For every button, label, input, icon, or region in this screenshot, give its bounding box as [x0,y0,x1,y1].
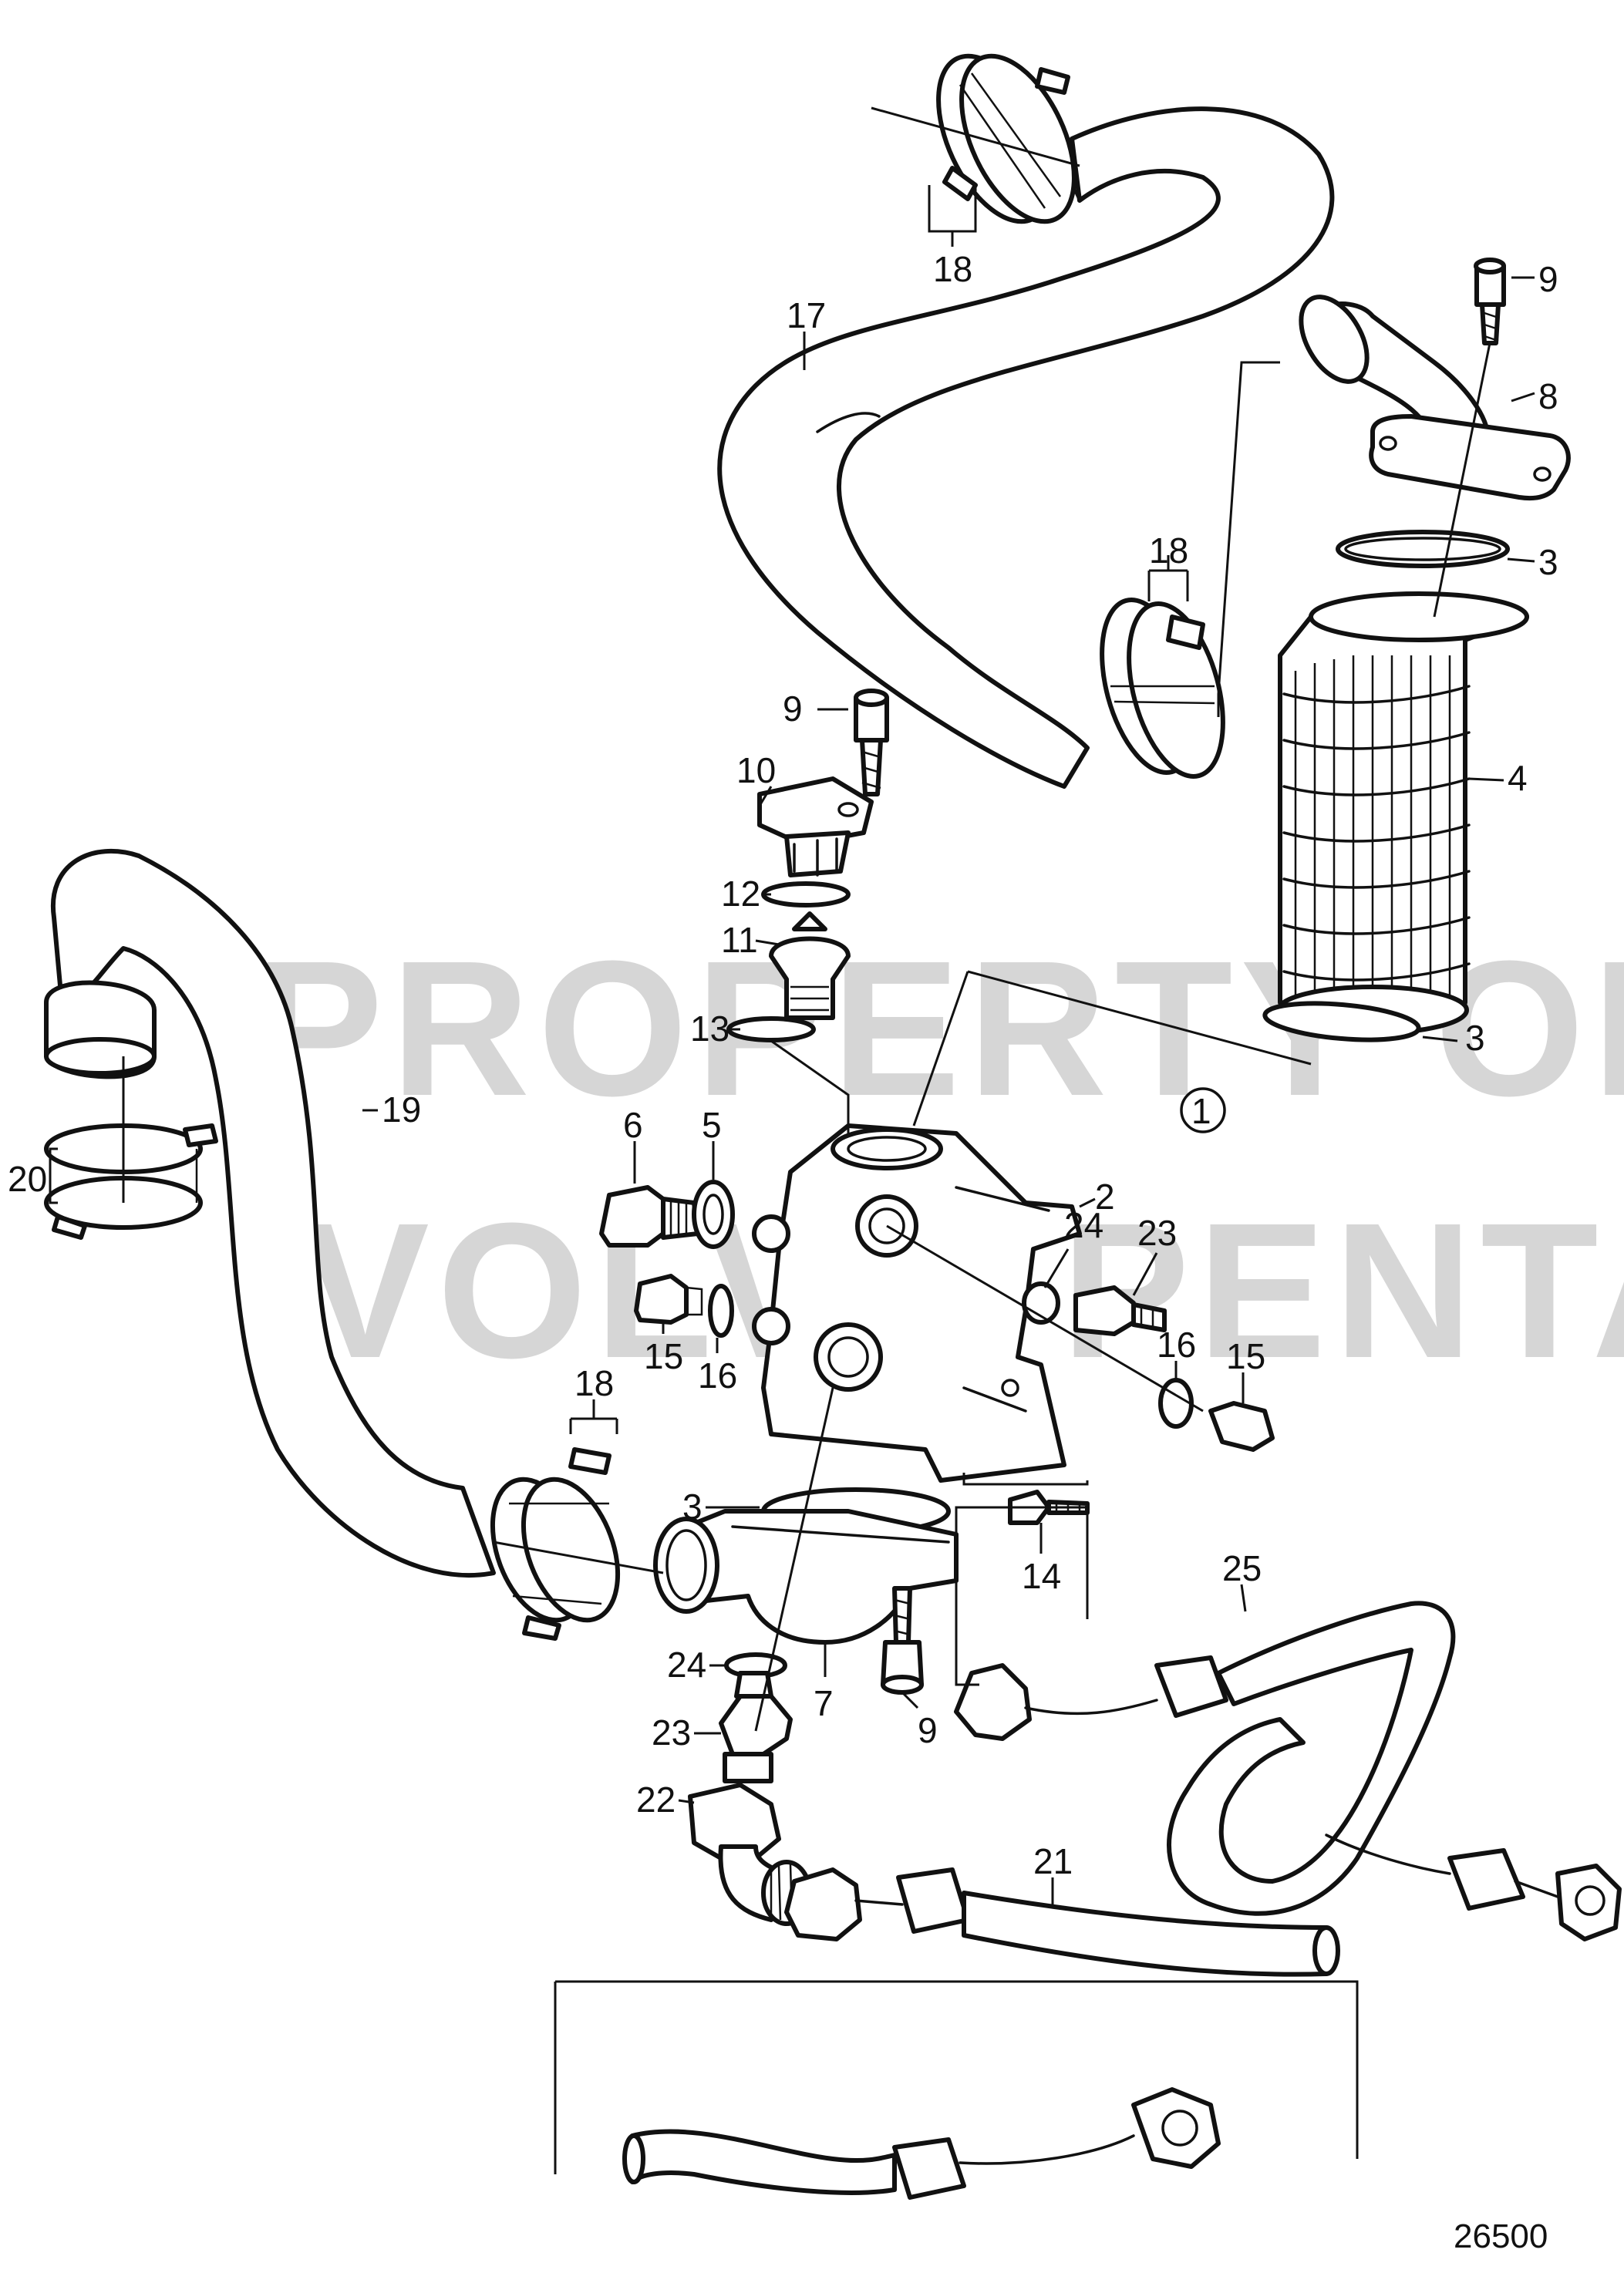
thermostat-housing-part-2 [752,1123,1082,1483]
callout-12: 12 [721,874,760,914]
callout-18-top: 18 [933,249,972,289]
callout-3-middle: 3 [682,1487,702,1527]
o-ring-part-16-left [708,1284,734,1338]
leader-lines [49,106,1535,2174]
callout-19: 19 [382,1089,421,1130]
callout-16-right: 16 [1157,1325,1196,1365]
callout-24-right: 24 [1064,1205,1103,1245]
callout-9-top: 9 [1538,259,1558,299]
elbow-pipe-part-8 [1299,295,1571,501]
callout-9-cover: 9 [783,689,803,729]
callout-circle-1 [1180,1087,1226,1133]
o-ring-part-12 [761,881,851,908]
callout-16-left: 16 [698,1355,737,1396]
pipe-part-25 [954,1601,1622,1941]
callout-18-bottom: 18 [574,1363,614,1403]
callout-21: 21 [1033,1841,1073,1881]
callout-1: 1 [1191,1091,1211,1131]
callout-20: 20 [8,1159,47,1199]
callout-14: 14 [1022,1556,1061,1596]
o-ring-part-13 [726,1016,816,1042]
callout-10: 10 [736,750,776,790]
o-ring-part-16-right [1158,1378,1194,1429]
callout-3-lower: 3 [1465,1018,1485,1058]
callout-23-right: 23 [1137,1213,1177,1253]
strainer-part-4 [1276,591,1529,1035]
hose-clamp-part-18-top [936,53,1076,224]
thermostat-part-11 [769,911,851,1020]
cover-part-10 [757,776,874,877]
hose-clamp-part-18-middle [1100,598,1225,779]
o-ring-part-3-lower [1262,1001,1421,1042]
elbow-part-22 [688,1783,812,1926]
figure-reference-number: 26500 [1454,2217,1548,2255]
washer-part-5 [692,1180,735,1249]
callout-2: 2 [1095,1177,1115,1217]
hose-part-19 [44,848,496,1578]
pipe-part-21 [784,1867,1340,1977]
callout-11: 11 [721,920,758,960]
callout-6: 6 [623,1105,643,1145]
bolt-part-9-cover [854,689,889,796]
callout-4: 4 [1508,758,1528,798]
callout-18-middle: 18 [1149,530,1188,571]
callout-23-lower: 23 [652,1712,691,1753]
union-part-23-right [1073,1285,1167,1336]
callout-8: 8 [1538,376,1558,416]
callout-15-left: 15 [644,1336,683,1376]
bolt-part-9-lower [881,1586,924,1695]
callout-5: 5 [702,1105,722,1145]
plug-part-15-right [1208,1401,1275,1452]
callout-15-right: 15 [1226,1336,1265,1376]
hose-clamp-part-20 [44,1123,218,1240]
union-part-23-lower [719,1671,793,1783]
callout-7: 7 [814,1683,834,1723]
plug-part-15-left [634,1274,703,1325]
callout-labels: 1 2 3 3 3 4 5 6 7 8 9 9 9 10 11 12 13 14… [8,249,1558,1881]
callout-3-top: 3 [1538,542,1558,582]
pipe-part-21-continuation [622,2087,1221,2200]
callout-22: 22 [636,1780,676,1820]
callout-24-lower: 24 [667,1645,706,1685]
callout-13: 13 [690,1009,729,1049]
bolt-part-9-top [1474,258,1506,345]
callout-17: 17 [787,295,826,335]
washer-part-24-right [1022,1281,1060,1325]
hose-clamp-part-18-bottom [490,1447,621,1641]
callout-9-lower: 9 [918,1710,938,1750]
callout-25: 25 [1222,1548,1262,1588]
